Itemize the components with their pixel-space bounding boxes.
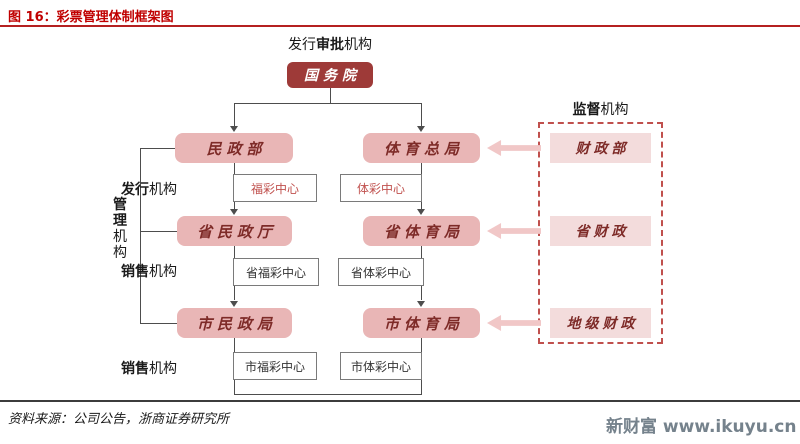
sales-label-rest: 机构 <box>149 264 177 280</box>
prefecture-finance-box: 地级财政 <box>550 308 651 338</box>
sports-administration-box: 体育总局 <box>363 133 480 163</box>
approval-label-post: 机构 <box>344 37 372 53</box>
province-finance-box: 省财政 <box>550 216 651 246</box>
sales-label-bold: 销售 <box>121 361 149 377</box>
management-label-bold: 管理 <box>113 197 127 229</box>
management-label: 管理机构 <box>111 197 129 261</box>
supervision-label-bold: 监督 <box>572 102 601 118</box>
approval-label-pre: 发行 <box>288 37 316 53</box>
arrow-down-icon <box>417 126 425 132</box>
arrow-down-icon <box>417 209 425 215</box>
approval-label: 发行审批机构 <box>260 34 400 54</box>
arrow-down-icon <box>230 209 238 215</box>
sales-label-municipal: 销售机构 <box>121 358 177 378</box>
figure-title: 图 16：彩票管理体制框架图 <box>8 10 174 25</box>
issuance-label-rest: 机构 <box>149 182 177 198</box>
connector-line <box>421 103 422 126</box>
watermark-brand: 新财富 <box>606 417 657 437</box>
management-label-rest: 机构 <box>113 229 127 261</box>
province-civil-affairs-box: 省民政厅 <box>177 216 292 246</box>
city-fucai-center-box: 市福彩中心 <box>233 352 317 380</box>
sales-label-bold: 销售 <box>121 264 149 280</box>
watermark: 新财富 www.ikuyu.cn <box>606 412 796 437</box>
connector-line <box>234 103 422 104</box>
city-civil-affairs-box: 市民政局 <box>177 308 292 338</box>
province-sports-bureau-box: 省体育局 <box>363 216 480 246</box>
ministry-civil-affairs-box: 民政部 <box>175 133 293 163</box>
arrow-down-icon <box>230 301 238 307</box>
connector-line <box>234 103 235 126</box>
connector-line <box>140 323 177 324</box>
province-ticai-center-box: 省体彩中心 <box>338 258 424 286</box>
connector-line <box>234 394 422 395</box>
fucai-center-box: 福彩中心 <box>233 174 317 202</box>
management-bracket <box>140 148 141 324</box>
finance-ministry-box: 财政部 <box>550 133 651 163</box>
issuance-label-bold: 发行 <box>121 182 149 198</box>
watermark-url: www.ikuyu.cn <box>662 417 797 437</box>
approval-label-bold: 审批 <box>316 37 344 53</box>
connector-line <box>330 88 331 103</box>
arrow-left-icon <box>487 315 541 331</box>
arrow-left-icon <box>487 140 541 156</box>
arrow-down-icon <box>230 126 238 132</box>
province-fucai-center-box: 省福彩中心 <box>233 258 319 286</box>
ticai-center-box: 体彩中心 <box>340 174 422 202</box>
header-rule <box>0 25 800 27</box>
city-sports-bureau-box: 市体育局 <box>363 308 480 338</box>
connector-line <box>140 231 177 232</box>
supervision-label: 监督机构 <box>538 99 663 119</box>
arrow-left-icon <box>487 223 541 239</box>
city-ticai-center-box: 市体彩中心 <box>340 352 422 380</box>
sales-label-provincial: 销售机构 <box>121 261 177 281</box>
state-council-box: 国务院 <box>287 62 373 88</box>
supervision-label-rest: 机构 <box>600 102 629 118</box>
source-note: 资料来源：公司公告，浙商证券研究所 <box>8 412 230 427</box>
footer-rule <box>0 400 800 402</box>
connector-line <box>140 148 175 149</box>
issuance-label: 发行机构 <box>121 179 177 199</box>
arrow-down-icon <box>417 301 425 307</box>
sales-label-rest: 机构 <box>149 361 177 377</box>
